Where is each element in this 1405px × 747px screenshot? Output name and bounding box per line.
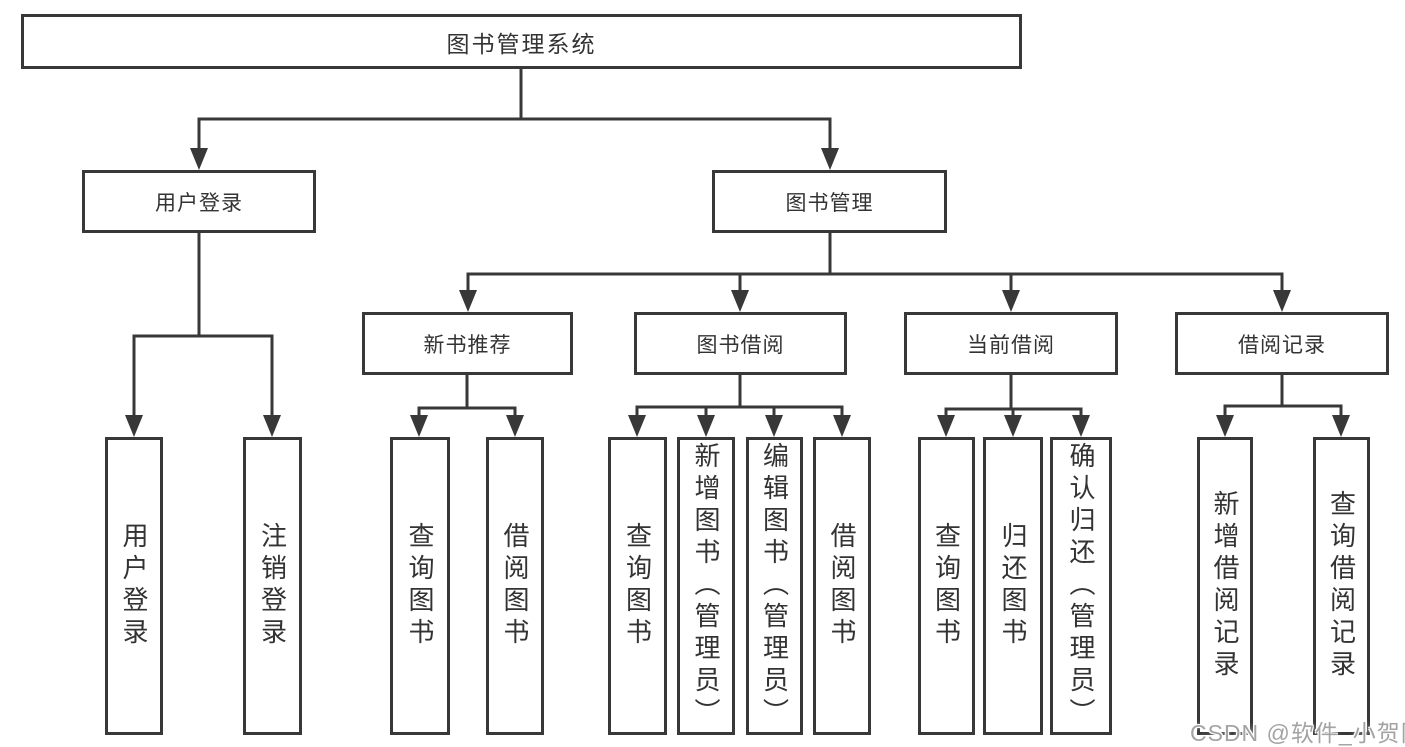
node-current-borrow: 当前借阅: [904, 312, 1118, 375]
node-book-borrow-label: 图书借阅: [696, 333, 785, 357]
node-current-borrow-label: 当前借阅: [967, 333, 1055, 357]
csdn-watermark: CSDN @软件_小贺同学: [1190, 720, 1405, 746]
leaf-borrow-query-books-label: 查询图书: [622, 522, 653, 650]
leaf-borrow-borrow-books-label: 借阅图书: [827, 522, 857, 650]
node-root-label: 图书管理系统: [446, 30, 597, 57]
leaf-borrow-edit-books-admin: 编辑图书（管理员）: [746, 437, 803, 735]
leaf-current-return-books-label: 归还图书: [998, 522, 1028, 650]
leaf-borrow-add-books-admin: 新增图书（管理员）: [677, 437, 735, 735]
leaf-current-query-books: 查询图书: [918, 437, 975, 735]
leaf-logout: 注销登录: [243, 437, 302, 735]
leaf-user-login-label: 用户登录: [119, 522, 149, 650]
leaf-logout-label: 注销登录: [257, 522, 288, 650]
leaf-current-return-books: 归还图书: [983, 437, 1043, 735]
node-new-book-recommend-label: 新书推荐: [423, 333, 512, 357]
node-borrow-records-label: 借阅记录: [1238, 333, 1326, 357]
leaf-newbook-query-books: 查询图书: [390, 437, 450, 735]
node-user-login-label: 用户登录: [155, 191, 243, 215]
node-new-book-recommend: 新书推荐: [362, 312, 573, 375]
node-user-login: 用户登录: [82, 170, 316, 233]
leaf-borrow-query-books: 查询图书: [608, 437, 667, 735]
arrowheads: [125, 148, 1350, 437]
leaf-borrow-borrow-books: 借阅图书: [813, 437, 871, 735]
leaf-user-login: 用户登录: [105, 437, 163, 735]
leaf-borrow-edit-books-admin-label: 编辑图书（管理员）: [759, 442, 790, 730]
node-root: 图书管理系统: [21, 14, 1022, 69]
node-borrow-records: 借阅记录: [1175, 312, 1389, 375]
node-book-management-label: 图书管理: [785, 191, 874, 215]
leaf-newbook-borrow-books-label: 借阅图书: [500, 522, 530, 650]
node-book-borrow: 图书借阅: [634, 312, 847, 375]
leaf-current-confirm-return-admin-label: 确认归还（管理员）: [1066, 442, 1096, 730]
leaf-records-add-record: 新增借阅记录: [1197, 437, 1253, 735]
node-book-management: 图书管理: [712, 170, 947, 233]
leaf-newbook-borrow-books: 借阅图书: [486, 437, 544, 735]
leaf-borrow-add-books-admin-label: 新增图书（管理员）: [691, 442, 721, 730]
leaf-records-query-record: 查询借阅记录: [1313, 437, 1370, 735]
leaf-records-query-record-label: 查询借阅记录: [1326, 490, 1357, 682]
leaf-records-add-record-label: 新增借阅记录: [1210, 490, 1240, 682]
leaf-current-query-books-label: 查询图书: [931, 522, 962, 650]
leaf-newbook-query-books-label: 查询图书: [405, 522, 435, 650]
leaf-current-confirm-return-admin: 确认归还（管理员）: [1050, 437, 1112, 735]
